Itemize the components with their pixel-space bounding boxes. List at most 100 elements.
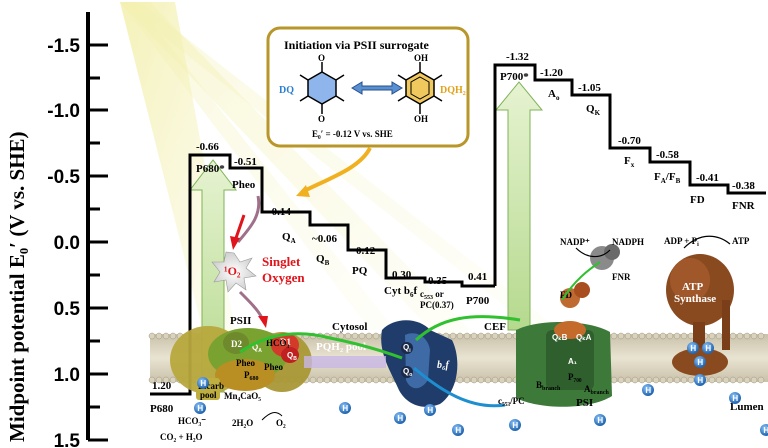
- lipid-head: [680, 376, 688, 384]
- lipid-head: [743, 332, 751, 340]
- lipid-head: [673, 332, 681, 340]
- lipid-head: [351, 332, 359, 340]
- inset-title: Initiation via PSII surrogate: [284, 38, 429, 52]
- lipid-head: [645, 376, 653, 384]
- proton-marker: H: [694, 356, 706, 368]
- lipid-head: [169, 376, 177, 384]
- lipid-head: [680, 332, 688, 340]
- lipid-head: [708, 332, 716, 340]
- svg-text:H: H: [697, 376, 703, 385]
- a1-label: A₁: [568, 357, 578, 366]
- p680star-label: P680*: [196, 163, 225, 175]
- lipid-head: [470, 376, 478, 384]
- proton-marker: H: [509, 419, 521, 431]
- proton-marker: H: [339, 402, 351, 414]
- a0-label: Ao: [548, 88, 560, 102]
- dqh2-oh-bottom: OH: [414, 114, 428, 124]
- lipid-head: [155, 376, 163, 384]
- surrogate-arrowhead: [296, 185, 310, 197]
- lumen-label: Lumen: [730, 401, 764, 413]
- psii-label: PSII: [230, 315, 251, 327]
- proton-marker: H: [452, 424, 464, 436]
- b6f-to-psi-flow: [413, 366, 506, 408]
- o2-label: O₂: [276, 418, 286, 428]
- psi-to-fnr-flow: [561, 261, 601, 301]
- bbranch-label: Bbranch: [536, 380, 561, 392]
- excitation-arrow-psi: [494, 81, 544, 331]
- dqh2-molecule: OH OH: [397, 53, 443, 124]
- water-oxidation-arrow: [261, 412, 283, 421]
- hco3-membrane: HCO₃: [266, 338, 290, 348]
- pc-value: 0.35: [428, 275, 448, 287]
- p680-ground-label: P680: [150, 403, 174, 415]
- p680-membrane: P680: [244, 370, 259, 382]
- inset-potential: E₀′ = -0.12 V vs. SHE: [312, 129, 393, 139]
- y-tick-label: 0.0: [54, 233, 80, 254]
- proton-marker: H: [729, 392, 741, 404]
- mn-cluster-label: Mn₄CaO₅: [224, 391, 261, 401]
- cef-label: CEF: [484, 321, 506, 333]
- lipid-head: [365, 376, 373, 384]
- fx-value: -0.70: [618, 135, 641, 147]
- dq-label: DQ: [279, 85, 294, 96]
- lipid-head: [337, 332, 345, 340]
- lipid-head: [309, 376, 317, 384]
- cyt-label: Cyt b6f: [384, 285, 417, 299]
- lipid-head: [687, 376, 695, 384]
- lipid-head: [456, 376, 464, 384]
- lipid-head: [148, 332, 156, 340]
- pheo-membrane-1: Pheo: [236, 358, 255, 368]
- pqh2-pool-label: PQH₂ pool: [316, 341, 366, 353]
- lipid-head: [610, 376, 618, 384]
- svg-text:H: H: [427, 406, 433, 415]
- p700-label: P700: [466, 295, 490, 307]
- lipid-head: [617, 376, 625, 384]
- svg-text:H: H: [690, 344, 696, 353]
- lipid-head: [645, 332, 653, 340]
- p700-membrane: P₇₀₀: [568, 372, 582, 382]
- lipid-head: [743, 376, 751, 384]
- lipid-head: [316, 376, 324, 384]
- psii-surrogate-inset: Initiation via PSII surrogate O O DQ: [266, 26, 470, 148]
- pool-label: pool: [200, 390, 217, 400]
- lipid-head: [750, 332, 758, 340]
- svg-text:H: H: [763, 426, 768, 435]
- y-tick-label: -1.0: [47, 101, 80, 122]
- lipid-head: [638, 376, 646, 384]
- lipid-head: [708, 376, 716, 384]
- svg-text:H: H: [397, 414, 403, 423]
- svg-text:H: H: [200, 379, 206, 388]
- lipid-head: [337, 376, 345, 384]
- lipid-head: [631, 332, 639, 340]
- lipid-head: [666, 332, 674, 340]
- lipid-head: [736, 376, 744, 384]
- lipid-head: [652, 332, 660, 340]
- proton-marker: H: [424, 404, 436, 416]
- nadp-reduction-arrow: [575, 247, 611, 258]
- lipid-head: [358, 376, 366, 384]
- atp-synthase-label-2: Synthase: [674, 293, 716, 305]
- lipid-head: [463, 376, 471, 384]
- lipid-head: [330, 376, 338, 384]
- lipid-head: [673, 376, 681, 384]
- cyt-value: 0.30: [392, 269, 412, 281]
- co2-label: CO₂ + H₂O: [160, 432, 203, 442]
- lipid-head: [456, 332, 464, 340]
- nadp-label: NADP⁺: [560, 237, 590, 247]
- redox-equilibrium-arrow: [351, 81, 403, 95]
- proton-marker: H: [694, 374, 706, 386]
- o2-to-psii-arrow: [238, 290, 264, 319]
- lipid-head: [484, 332, 492, 340]
- qa-membrane: QA: [252, 343, 262, 354]
- lipid-head: [659, 376, 667, 384]
- psi-energy-path: [493, 63, 766, 286]
- svg-text:H: H: [597, 416, 603, 425]
- p680-ground-value: 1.20: [152, 380, 172, 392]
- lipid-head: [344, 376, 352, 384]
- lipid-head: [715, 376, 723, 384]
- lipid-head: [449, 332, 457, 340]
- pheo-label: Pheo: [232, 179, 256, 191]
- cyt-b6f-complex: Qi Qo b₆f: [381, 320, 458, 407]
